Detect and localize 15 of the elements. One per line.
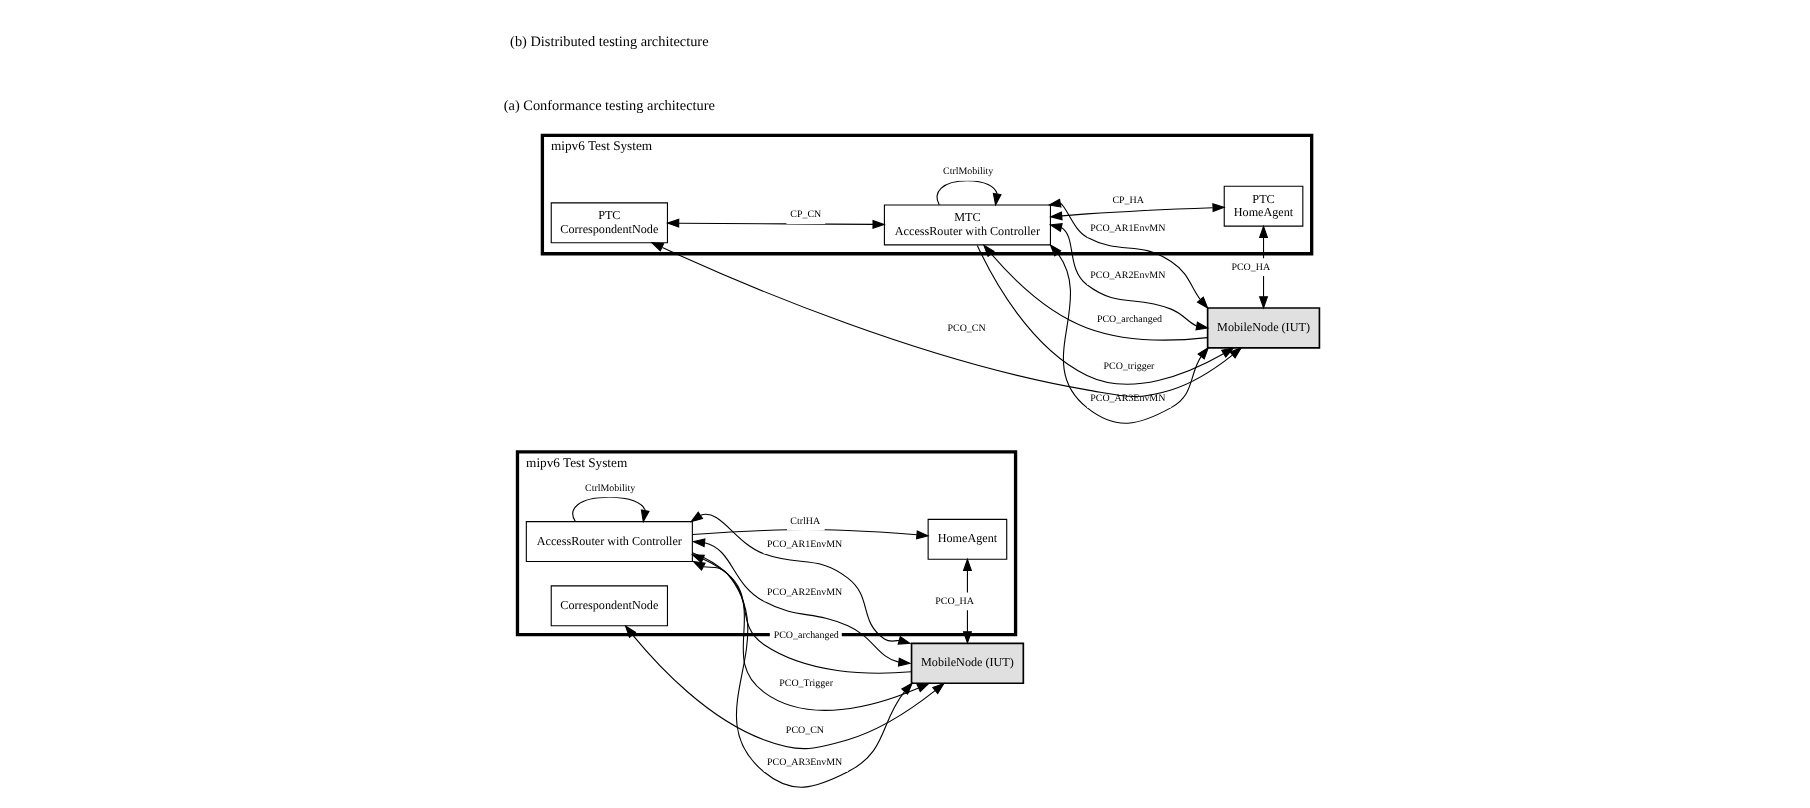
arrow xyxy=(664,217,885,229)
arrow xyxy=(691,527,929,539)
arrow xyxy=(1046,197,1208,309)
arrow xyxy=(1048,202,1225,220)
arrow xyxy=(1048,242,1209,423)
arrow xyxy=(975,243,1234,384)
arrow xyxy=(961,556,972,644)
arrow xyxy=(690,551,930,710)
arrow xyxy=(571,495,649,523)
arrow xyxy=(691,559,913,787)
arrow xyxy=(690,553,911,673)
arrow xyxy=(649,241,1242,397)
arrow xyxy=(935,179,1001,206)
arrow xyxy=(981,242,1207,340)
arrow xyxy=(1257,223,1268,309)
